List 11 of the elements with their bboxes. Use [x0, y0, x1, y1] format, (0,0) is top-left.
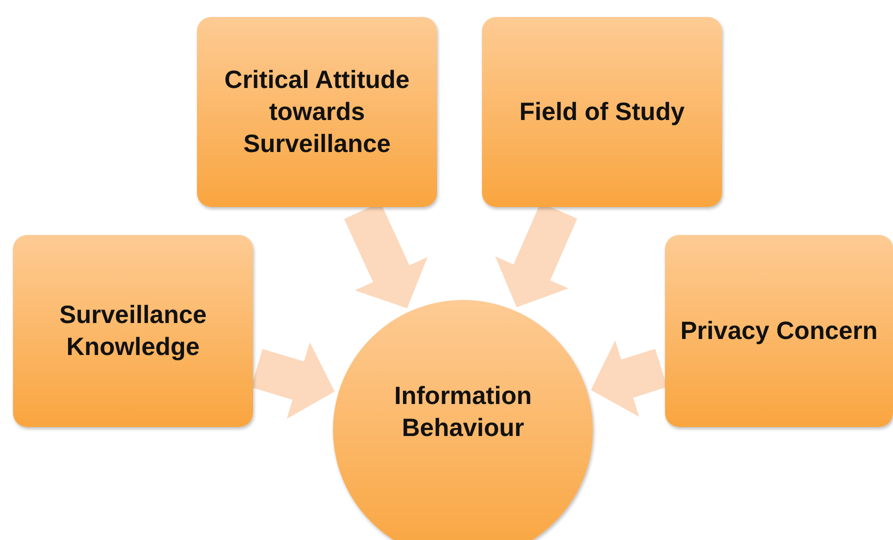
node-label: Field of Study — [519, 97, 685, 128]
factor-box — [197, 17, 437, 207]
node-label: Critical Attitude towards Surveillance — [223, 65, 411, 160]
block-arrow — [251, 342, 335, 419]
factor-box — [482, 17, 722, 207]
factor-box — [665, 235, 893, 427]
node-label: Information Behaviour — [393, 381, 533, 444]
block-arrow — [590, 340, 668, 417]
node-label: Surveillance Knowledge — [58, 300, 208, 363]
node-label: Privacy Concern — [680, 316, 878, 347]
factor-box — [13, 235, 253, 427]
